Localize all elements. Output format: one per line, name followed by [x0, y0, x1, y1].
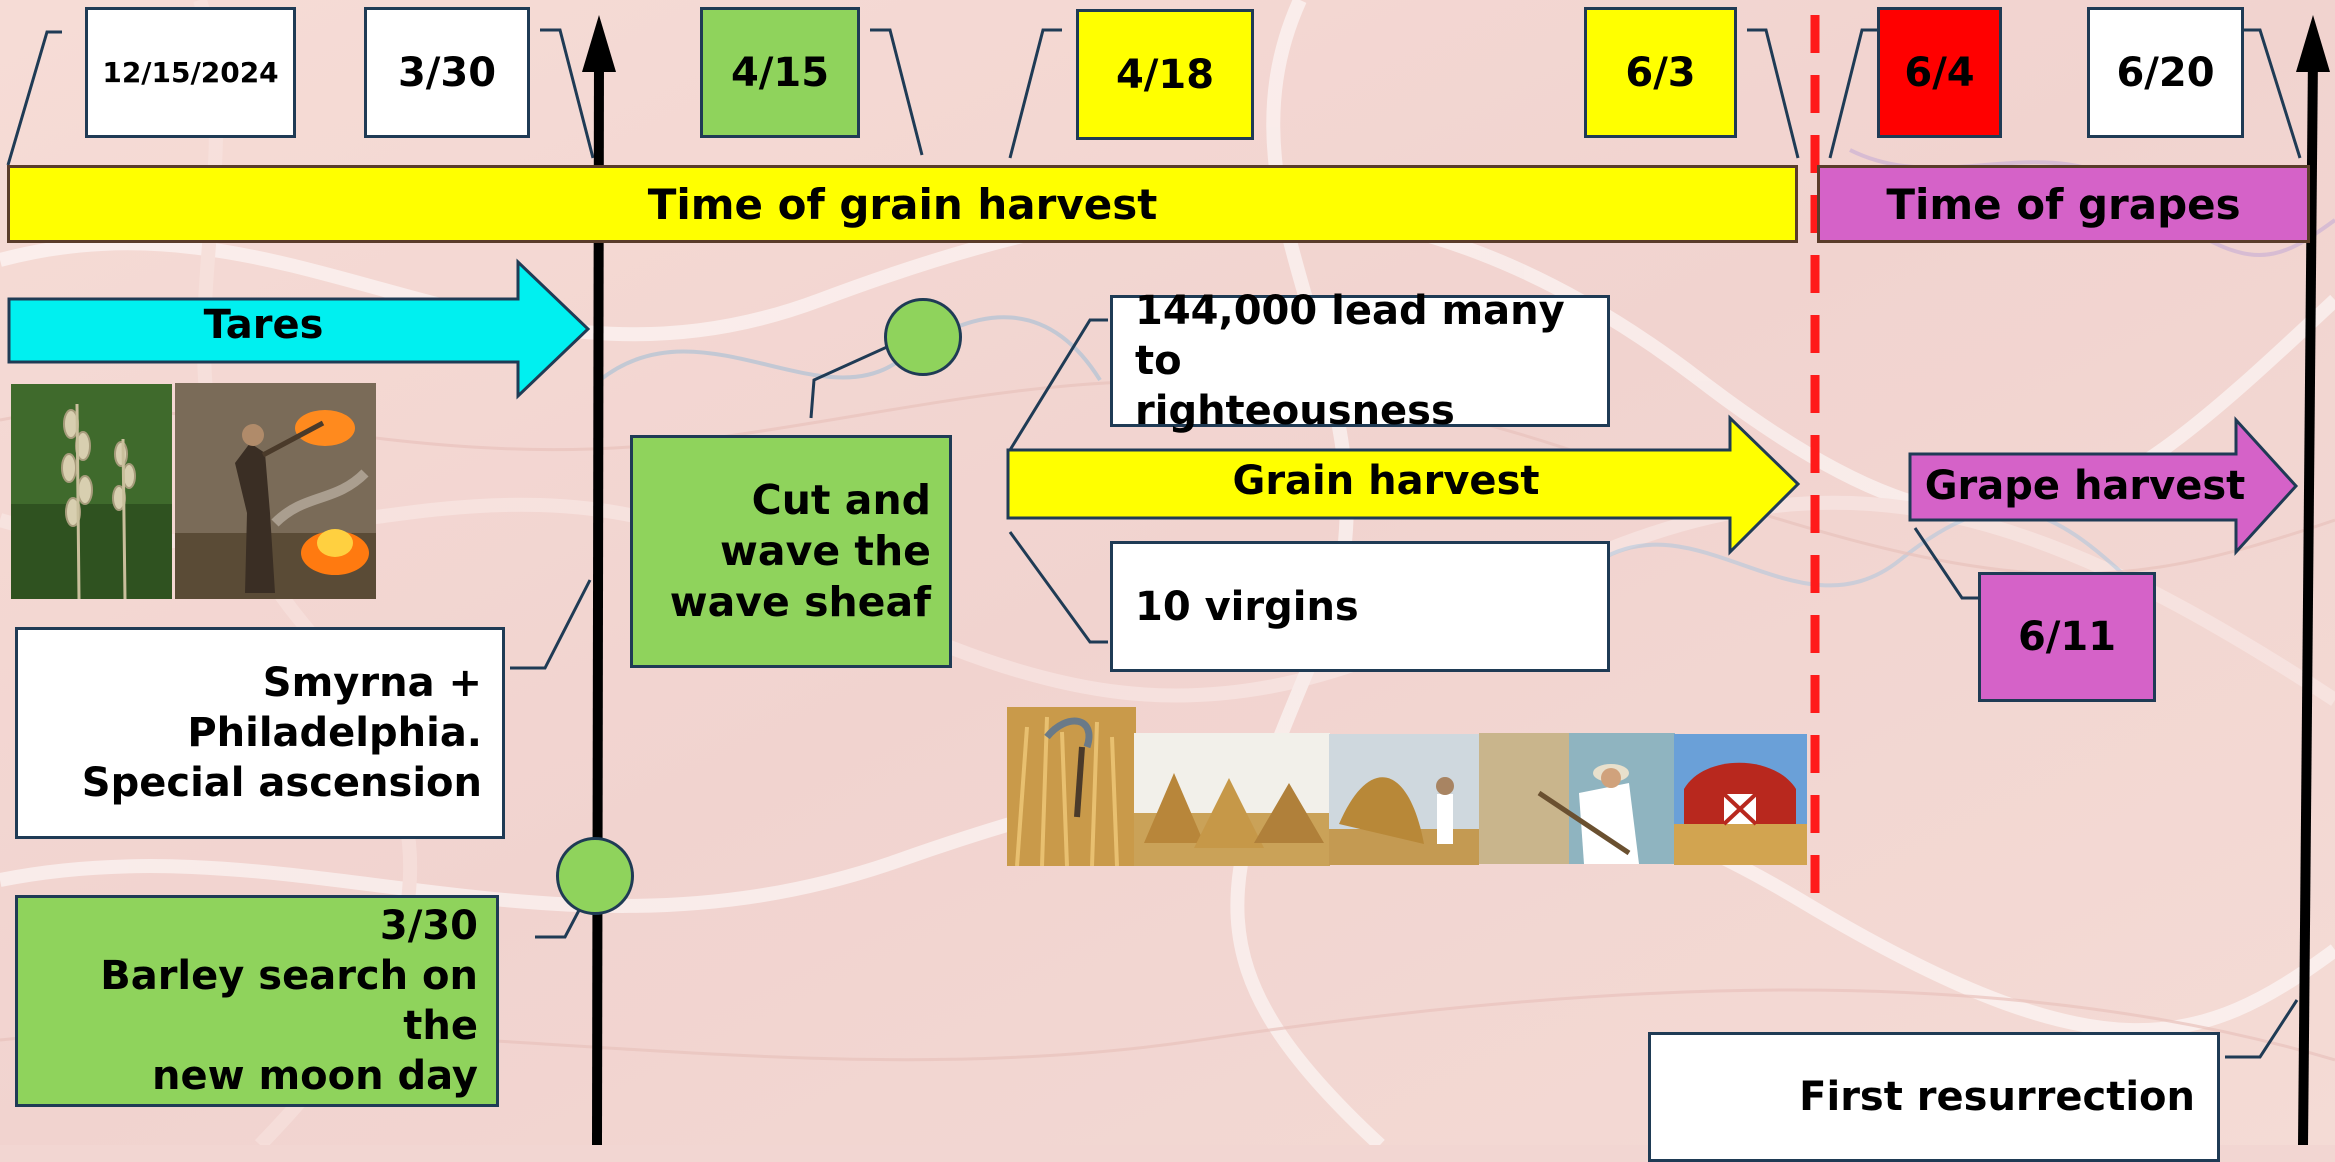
- date-label: 6/20: [2116, 48, 2214, 98]
- box-line: righteousness: [1135, 386, 1607, 436]
- band-label: Time of grapes: [1886, 180, 2240, 229]
- date-label: 4/15: [731, 48, 829, 98]
- barley-search-box: 3/30 Barley search on the new moon day: [15, 895, 499, 1107]
- grapes-band: Time of grapes: [1817, 165, 2310, 243]
- red-barn-photo: [1674, 734, 1807, 865]
- ten-virgins-box: 10 virgins: [1110, 541, 1610, 672]
- winnowing-photo: [1329, 734, 1479, 865]
- smyrna-philadelphia-box: Smyrna + Philadelphia. Special ascension: [15, 627, 505, 839]
- box-line: Special ascension: [82, 758, 482, 808]
- box-line: Smyrna +: [82, 658, 482, 708]
- wheat-sheaves-photo: [1134, 733, 1330, 866]
- box-line: wave sheaf: [670, 577, 931, 628]
- box-line: Barley search on the: [18, 951, 478, 1051]
- grape-harvest-arrow-label: Grape harvest: [1910, 463, 2260, 509]
- date-box-d2: 3/30: [364, 7, 530, 138]
- date-box-d8: 6/11: [1978, 572, 2156, 702]
- box-line: wave the: [670, 526, 931, 577]
- date-label: 6/11: [2018, 612, 2116, 662]
- box-line: new moon day: [18, 1051, 478, 1101]
- box-line: 144,000 lead many to: [1135, 286, 1607, 386]
- date-box-d4: 4/18: [1076, 9, 1254, 140]
- sickle-wheat-photo: [1007, 707, 1136, 866]
- band-label: Time of grain harvest: [648, 180, 1158, 229]
- box-line: Cut and: [670, 475, 931, 526]
- date-label: 4/18: [1116, 50, 1214, 100]
- date-box-d6: 6/4: [1877, 7, 2002, 138]
- date-label: 6/3: [1625, 48, 1695, 98]
- wave-sheaf-box: Cut and wave the wave sheaf: [630, 435, 952, 668]
- date-label: 3/30: [398, 48, 496, 98]
- circle-marker: [556, 837, 634, 915]
- box-line: First resurrection: [1799, 1072, 2195, 1122]
- date-label: 12/15/2024: [102, 55, 278, 90]
- box-line: Philadelphia.: [82, 708, 482, 758]
- date-box-d1: 12/15/2024: [85, 7, 296, 138]
- date-box-d3: 4/15: [700, 7, 860, 138]
- circle-marker: [884, 298, 962, 376]
- first-resurrection-box: First resurrection: [1648, 1032, 2220, 1162]
- box-line: 10 virgins: [1135, 582, 1359, 632]
- tares-arrow-label: Tares: [9, 302, 518, 348]
- date-box-d5: 6/3: [1584, 7, 1737, 138]
- date-label: 6/4: [1904, 48, 1974, 98]
- grain-harvest-band: Time of grain harvest: [7, 165, 1798, 243]
- box-line: 3/30: [18, 901, 478, 951]
- threshing-photo: [1479, 733, 1675, 864]
- wheat-tares-photo: [11, 384, 172, 599]
- righteousness-box: 144,000 lead many to righteousness: [1110, 295, 1610, 427]
- date-box-d7: 6/20: [2087, 7, 2244, 138]
- burning-tares-photo: [175, 383, 376, 599]
- grain-harvest-arrow-label: Grain harvest: [1008, 458, 1764, 504]
